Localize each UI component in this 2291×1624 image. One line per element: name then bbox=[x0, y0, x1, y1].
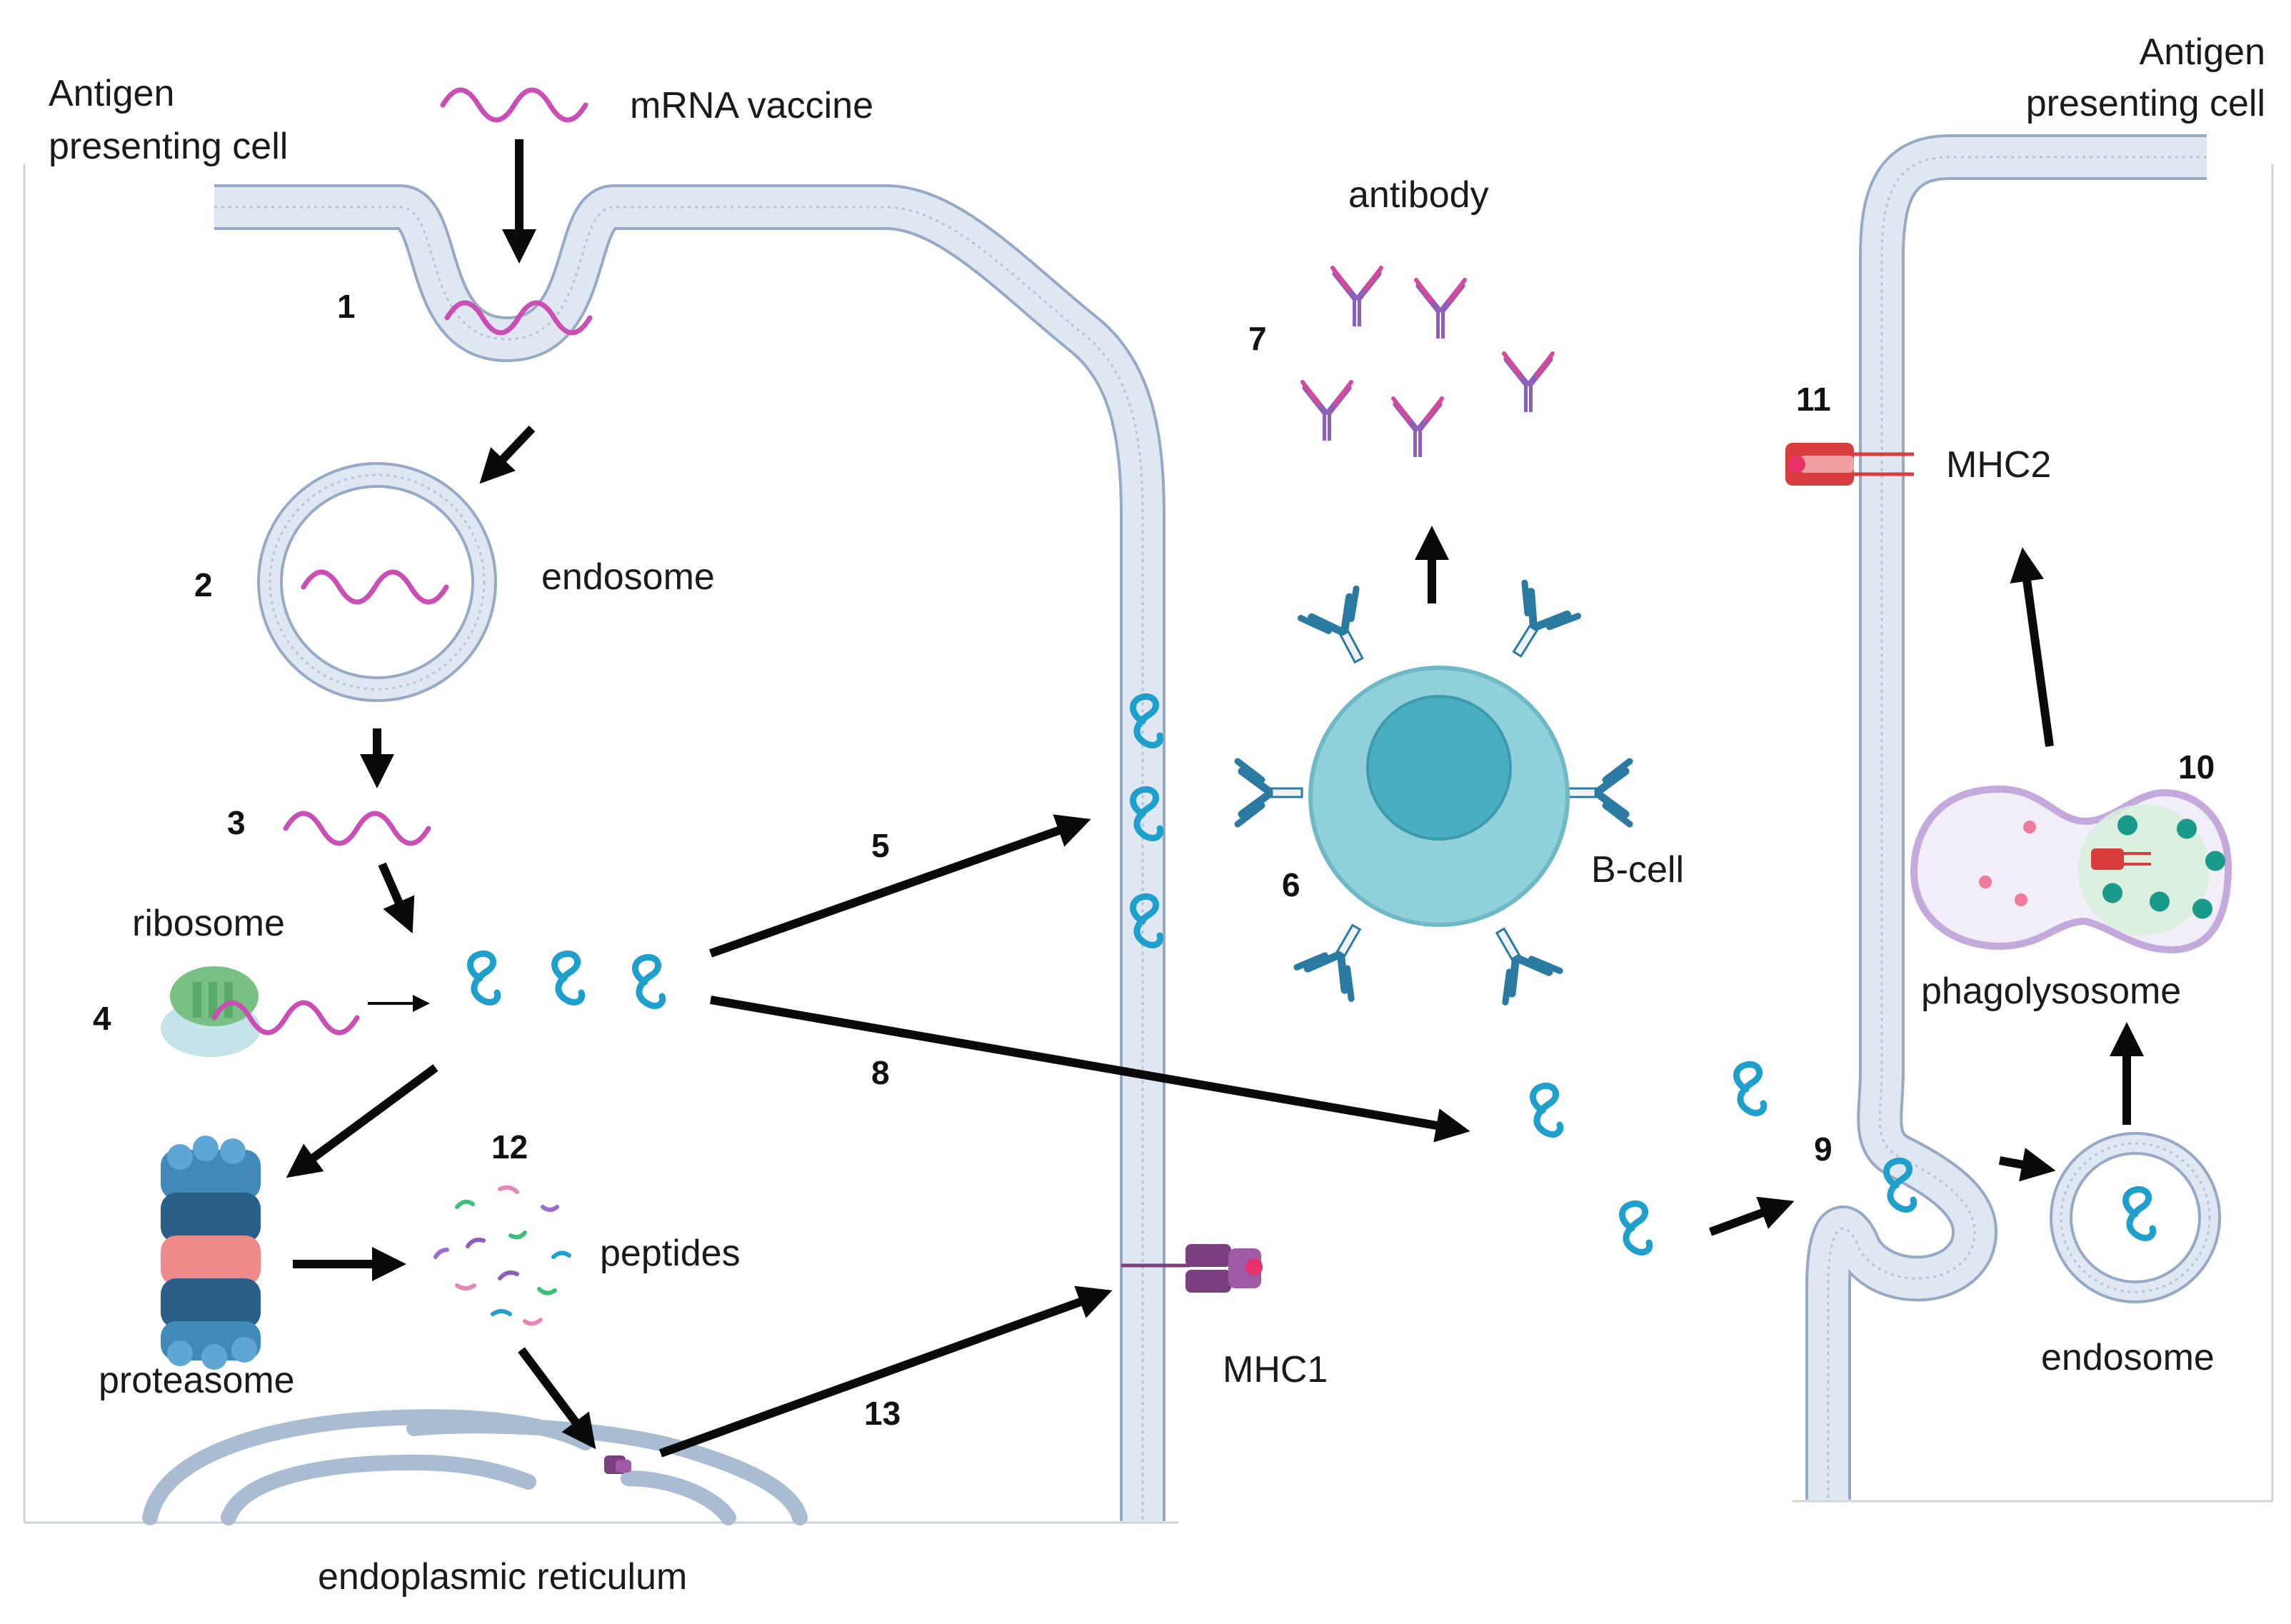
apc-left-label-2: presenting cell bbox=[49, 126, 288, 167]
antigen-protein-icon bbox=[636, 957, 663, 1006]
er-mhc1-icon bbox=[604, 1455, 631, 1474]
arrow-5 bbox=[709, 814, 1091, 958]
antibody-icon bbox=[1303, 382, 1351, 441]
proteasome-icon bbox=[161, 1136, 261, 1370]
antigen-protein-icon bbox=[1623, 1203, 1650, 1252]
step-number: 2 bbox=[194, 566, 213, 603]
right-cell-membrane bbox=[1805, 134, 2207, 1500]
ribosome-label: ribosome bbox=[132, 903, 285, 944]
mrna-vaccine-label: mRNA vaccine bbox=[630, 85, 873, 126]
antibody-label: antibody bbox=[1348, 174, 1489, 216]
endosome-left-label: endosome bbox=[541, 556, 715, 598]
antibody-icon bbox=[1393, 399, 1442, 457]
arrow-9 bbox=[1708, 1196, 1795, 1236]
mhc1-icon bbox=[1121, 1244, 1263, 1293]
step-number: 10 bbox=[2178, 748, 2215, 786]
peptide-fragments-icon bbox=[433, 1185, 571, 1326]
antigen-protein-icon bbox=[471, 953, 498, 1002]
antigen-protein-icon bbox=[1533, 1086, 1560, 1134]
arrow-to-endosome-right bbox=[1998, 1148, 2056, 1182]
mhc1-label: MHC1 bbox=[1223, 1349, 1328, 1390]
right-cell-frame bbox=[1793, 164, 2274, 1503]
endosome-icon bbox=[2050, 1132, 2221, 1303]
phagolysosome-icon bbox=[1910, 785, 2232, 954]
step-number: 5 bbox=[871, 827, 890, 864]
step-number: 8 bbox=[871, 1054, 890, 1091]
step-number: 6 bbox=[1282, 866, 1300, 903]
mhc2-label: MHC2 bbox=[1946, 444, 2051, 486]
proteasome-label: proteasome bbox=[99, 1360, 295, 1401]
endoplasmic-reticulum-label: endoplasmic reticulum bbox=[318, 1556, 687, 1598]
step-number: 9 bbox=[1814, 1131, 1833, 1168]
antigen-protein-icon bbox=[1737, 1064, 1764, 1113]
arrow-13 bbox=[658, 1285, 1113, 1458]
step-number: 4 bbox=[93, 1000, 111, 1037]
arrow-mrna-to-protein bbox=[378, 862, 415, 933]
mrna-strand-icon bbox=[443, 90, 586, 120]
endosome-right-label: endosome bbox=[2041, 1337, 2215, 1378]
step-number: 3 bbox=[227, 804, 246, 841]
step-number: 12 bbox=[491, 1128, 528, 1166]
endosome-icon bbox=[257, 462, 497, 702]
phagolysosome-label: phagolysosome bbox=[1921, 971, 2181, 1012]
arrow-to-mhc2 bbox=[2010, 547, 2054, 747]
mrna-strand-icon bbox=[286, 813, 428, 843]
antibody-icon bbox=[1416, 280, 1465, 339]
antigen-protein-icon bbox=[555, 953, 582, 1002]
apc-right-label-1: Antigen bbox=[2140, 31, 2265, 73]
b-cell-label: B-cell bbox=[1591, 849, 1684, 891]
antibody-icon bbox=[1333, 268, 1381, 326]
phagolysosome-mhc2-icon bbox=[2091, 848, 2151, 870]
antibody-icon bbox=[1504, 354, 1553, 412]
peptides-label: peptides bbox=[600, 1233, 741, 1274]
antigen-protein-icon bbox=[2126, 1189, 2153, 1238]
ribosome-icon bbox=[161, 966, 261, 1057]
mrna-strand-icon bbox=[304, 572, 446, 602]
b-cell-icon bbox=[1238, 583, 1630, 1002]
arrow-to-proteasome bbox=[286, 1064, 438, 1178]
left-cell-frame bbox=[23, 164, 1178, 1524]
left-cell-membrane bbox=[214, 184, 1165, 1521]
pathway-arrows bbox=[286, 139, 2144, 1458]
step-number: 1 bbox=[337, 288, 356, 325]
apc-left-label-1: Antigen bbox=[49, 73, 174, 114]
apc-right-label-2: presenting cell bbox=[2026, 83, 2265, 124]
step-number: 13 bbox=[864, 1395, 901, 1432]
mhc2-icon bbox=[1785, 443, 1914, 486]
endoplasmic-reticulum-icon bbox=[142, 1409, 808, 1525]
arrow-to-er bbox=[518, 1347, 596, 1450]
step-number: 7 bbox=[1248, 320, 1267, 357]
arrow-to-endosome bbox=[479, 425, 536, 484]
arrow-8 bbox=[709, 996, 1470, 1143]
step-number: 11 bbox=[1796, 381, 1831, 418]
